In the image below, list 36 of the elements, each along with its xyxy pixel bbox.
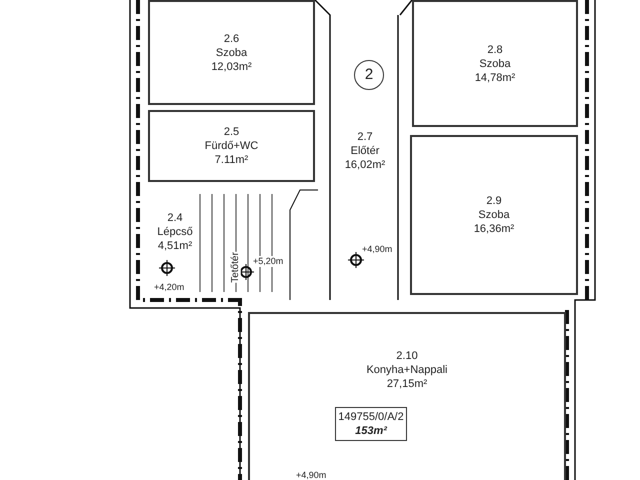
room-name: Szoba	[216, 46, 248, 60]
room	[412, 0, 578, 127]
room-number: 2.7	[357, 130, 373, 144]
room-name: Előtér	[350, 144, 380, 158]
level-label: +4,20m	[154, 282, 184, 293]
room-name: Szoba	[479, 56, 511, 70]
room-number: 2.10	[396, 349, 418, 363]
room-name: Fürdő+WC	[204, 139, 258, 153]
room-name: Szoba	[478, 208, 510, 222]
room	[248, 312, 566, 480]
room-number: 2.5	[224, 125, 240, 139]
level-label: +4,90m	[362, 244, 392, 255]
room-name: Konyha+Nappali	[366, 363, 448, 377]
room-name: Lépcső	[157, 225, 193, 239]
room-number: 2.9	[486, 194, 502, 208]
room-name: Tetőtér	[230, 252, 241, 283]
room-area: 14,78m²	[474, 70, 516, 84]
level-label: +4,90m	[296, 470, 326, 480]
total-area: 153m²	[355, 424, 387, 438]
level-label: +5,20m	[253, 256, 284, 267]
room-area: 4,51m²	[158, 239, 192, 253]
room-number: 2.4	[167, 211, 183, 225]
room	[148, 110, 315, 182]
room-area: 16,36m²	[474, 222, 514, 236]
room-number: 2.8	[487, 42, 503, 56]
room	[148, 0, 315, 105]
room-area: 12,03m²	[211, 60, 252, 74]
room-area: 7.11m²	[214, 153, 248, 167]
room-area: 16,02m²	[344, 158, 386, 172]
room	[410, 135, 578, 295]
room-number: 2.6	[224, 32, 240, 46]
parcel-number: 149755/0/A/2	[338, 410, 404, 424]
area-stamp-box	[335, 407, 407, 441]
room-area: 27,15m²	[386, 377, 428, 391]
unit-number-circle	[354, 60, 384, 90]
unit-number: 2	[364, 68, 374, 82]
